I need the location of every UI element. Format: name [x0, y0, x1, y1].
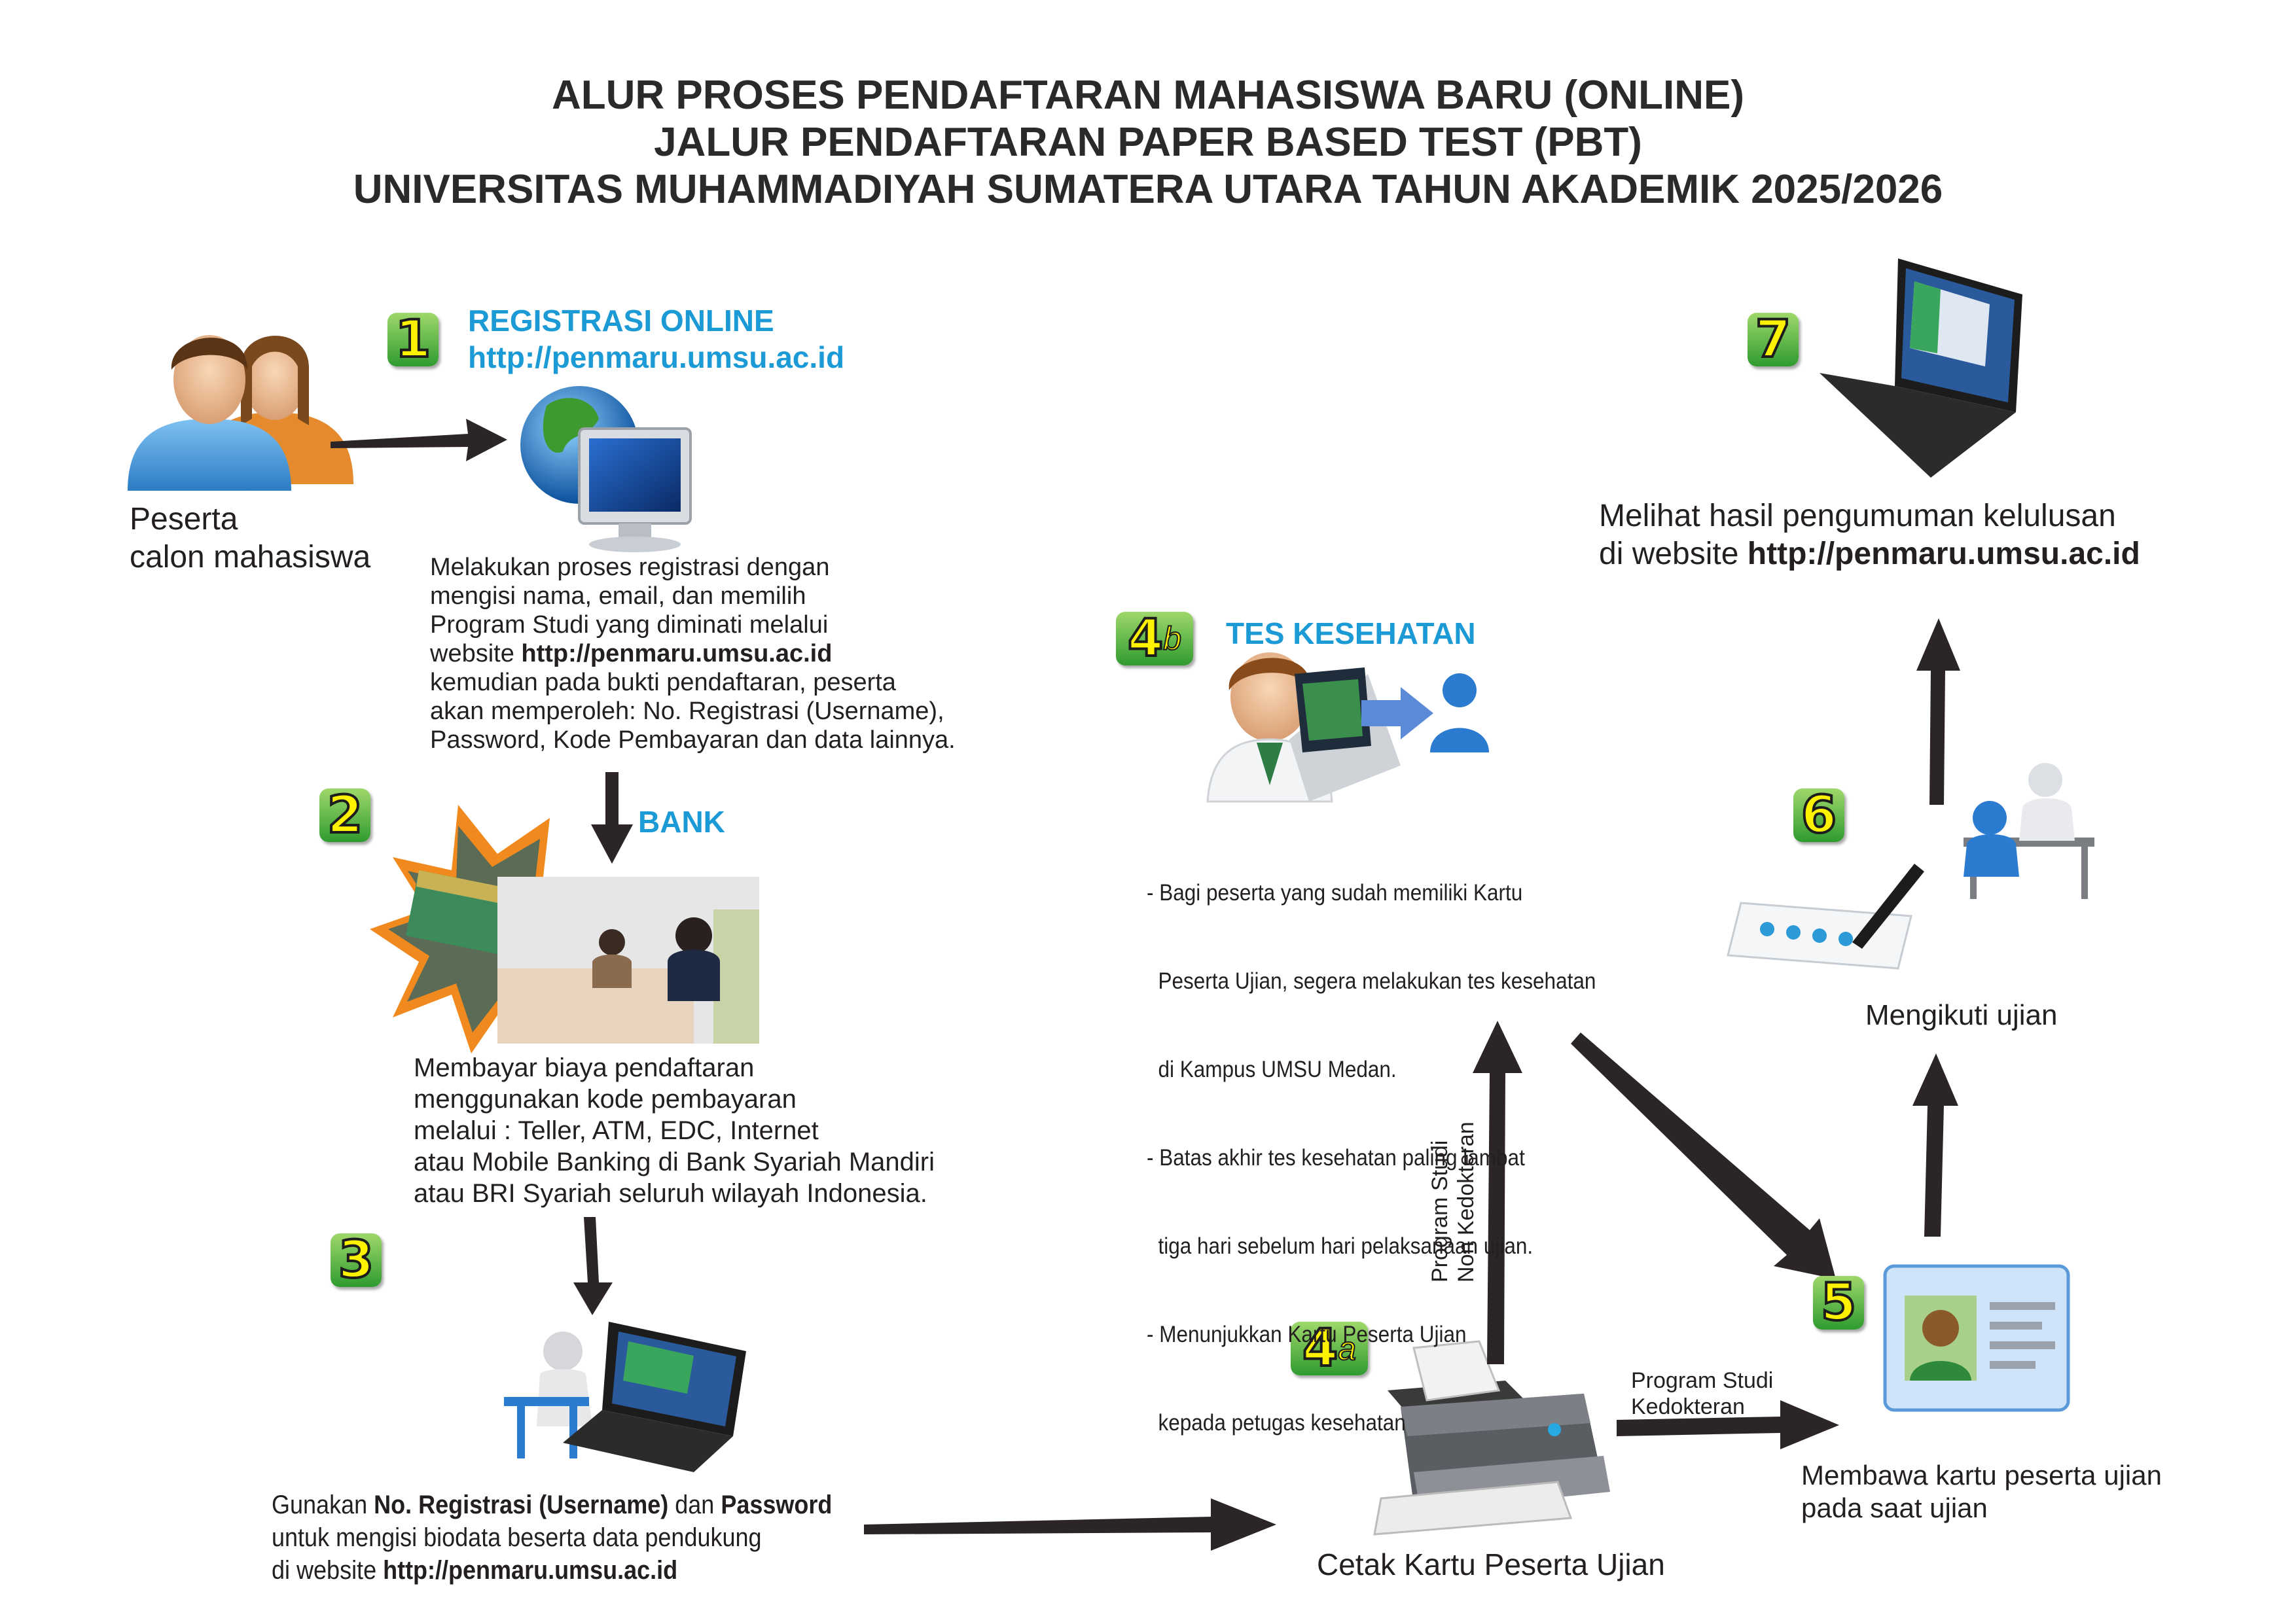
- arrow-participant-to-registration: [331, 419, 507, 461]
- step-7-desc-line: Melihat hasil pengumuman kelulusan: [1599, 499, 2116, 533]
- step-2-desc-line: menggunakan kode pembayaran: [414, 1085, 797, 1114]
- step-1-desc-line: akan memperoleh: No. Registrasi (Usernam…: [430, 697, 944, 725]
- step-7-description: Melihat hasil pengumuman kelulusan di we…: [1599, 497, 2140, 573]
- branch-kedokteran-label: Program Studi Kedokteran: [1631, 1368, 1773, 1420]
- participants-icon: [128, 335, 353, 491]
- step-4b-desc-line: Peserta Ujian, segera melakukan tes kese…: [1147, 968, 1596, 994]
- step-1-desc-url[interactable]: http://penmaru.umsu.ac.id: [521, 640, 833, 667]
- step-3-desc-line: di website http://penmaru.umsu.ac.id: [272, 1554, 832, 1587]
- step-4b-desc-line: - Batas akhir tes kesehatan paling lamba…: [1147, 1145, 1525, 1171]
- step-3-desc-url[interactable]: http://penmaru.umsu.ac.id: [383, 1556, 678, 1585]
- result-laptop-icon: [1820, 258, 2022, 478]
- arrow-print-to-card: [1617, 1400, 1839, 1449]
- participant-label: Peserta calon mahasiswa: [130, 501, 370, 576]
- branch-line: Non Kedokteran: [1454, 1121, 1479, 1282]
- text: di website: [272, 1556, 384, 1585]
- printer-icon: [1373, 1340, 1610, 1536]
- step-3-desc-line: untuk mengisi biodata beserta data pendu…: [272, 1523, 762, 1552]
- branch-non-kedokteran-label: Program Studi Non Kedokteran: [1427, 1121, 1479, 1282]
- step-3-description: Gunakan No. Registrasi (Username) dan Pa…: [272, 1489, 832, 1587]
- step-1-desc-line: kemudian pada bukti pendaftaran, peserta: [430, 669, 896, 696]
- step-1-desc-line: website http://penmaru.umsu.ac.id: [430, 639, 956, 668]
- step-7-badge: 7: [1748, 312, 1799, 367]
- arrow-card-to-exam: [1912, 1053, 1958, 1237]
- title-line-2: JALUR PENDAFTARAN PAPER BASED TEST (PBT): [654, 120, 1642, 165]
- step-4b-desc-line: - Menunjukkan Kartu Peserta Ujian: [1147, 1322, 1467, 1347]
- step-4b-desc-line: kepada petugas kesehatan: [1147, 1410, 1406, 1436]
- id-card-icon: [1883, 1264, 2070, 1412]
- participant-line-2: calon mahasiswa: [130, 540, 371, 574]
- text: dan: [668, 1491, 721, 1519]
- arrow-registration-to-bank: [591, 772, 633, 864]
- step-4b-heading: TES KESEHATAN: [1226, 616, 1476, 650]
- step-1-desc-line: Melakukan proses registrasi dengan: [430, 554, 830, 581]
- text-bold: No. Registrasi (Username): [374, 1491, 669, 1519]
- step-4a-label: Cetak Kartu Peserta Ujian: [1317, 1547, 1665, 1581]
- exam-icon: [1727, 763, 2094, 970]
- step-1-url[interactable]: http://penmaru.umsu.ac.id: [468, 340, 845, 374]
- step-1-badge: 1: [387, 312, 439, 367]
- title-line-3: UNIVERSITAS MUHAMMADIYAH SUMATERA UTARA …: [353, 167, 1943, 212]
- arrow-exam-to-result: [1916, 618, 1960, 805]
- step-6-badge: 6: [1793, 788, 1844, 843]
- globe-computer-icon: [520, 386, 692, 552]
- branch-line: Program Studi: [1427, 1140, 1452, 1282]
- text: Gunakan: [272, 1491, 374, 1519]
- text: di website: [1599, 537, 1748, 571]
- step-2-desc-line: atau BRI Syariah seluruh wilayah Indones…: [414, 1179, 927, 1208]
- bank-illustration: [370, 805, 759, 1053]
- step-1-description: Melakukan proses registrasi dengan mengi…: [430, 553, 956, 754]
- step-4b-description: - Bagi peserta yang sudah memiliki Kartu…: [1147, 819, 1596, 1467]
- step-1-desc-line: Password, Kode Pembayaran dan data lainn…: [430, 726, 956, 754]
- text-bold: Password: [721, 1491, 833, 1519]
- step-4b-desc-line: di Kampus UMSU Medan.: [1147, 1057, 1397, 1082]
- step-5-description: Membawa kartu peserta ujian pada saat uj…: [1801, 1459, 2162, 1525]
- step-5-desc-line: Membawa kartu peserta ujian: [1801, 1460, 2162, 1491]
- step-7-desc-url[interactable]: http://penmaru.umsu.ac.id: [1747, 537, 2140, 571]
- step-6-label: Mengikuti ujian: [1865, 999, 2058, 1031]
- text: website: [430, 640, 522, 667]
- arrow-biodata-to-print: [864, 1498, 1276, 1551]
- step-5-badge: 5: [1813, 1275, 1864, 1330]
- step-3-badge: 3: [331, 1233, 382, 1288]
- step-1-desc-line: mengisi nama, email, dan memilih: [430, 582, 806, 610]
- branch-line: Kedokteran: [1631, 1394, 1745, 1419]
- step-4b-desc-line: tiga hari sebelum hari pelaksanaan ujian…: [1147, 1233, 1534, 1259]
- step-2-heading: BANK: [638, 805, 725, 839]
- step-3-desc-line: Gunakan No. Registrasi (Username) dan Pa…: [272, 1489, 832, 1521]
- arrow-health-to-card: [1571, 1033, 1836, 1279]
- arrow-bank-to-biodata: [573, 1217, 613, 1315]
- step-2-desc-line: atau Mobile Banking di Bank Syariah Mand…: [414, 1148, 935, 1176]
- branch-line: Program Studi: [1631, 1368, 1774, 1393]
- step-1-heading: REGISTRASI ONLINE: [468, 304, 774, 338]
- participant-line-1: Peserta: [130, 502, 238, 537]
- step-2-badge: 2: [319, 788, 370, 843]
- step-1-desc-line: Program Studi yang diminati melalui: [430, 611, 829, 639]
- title-line-1: ALUR PROSES PENDAFTARAN MAHASISWA BARU (…: [551, 73, 1745, 118]
- biodata-laptop-icon: [504, 1322, 746, 1472]
- step-2-description: Membayar biaya pendaftaran menggunakan k…: [414, 1052, 935, 1209]
- doctor-icon: [1206, 652, 1489, 803]
- step-5-desc-line: pada saat ujian: [1801, 1492, 1988, 1523]
- step-7-desc-line: di website http://penmaru.umsu.ac.id: [1599, 535, 2140, 573]
- step-4b-desc-line: - Bagi peserta yang sudah memiliki Kartu: [1147, 880, 1523, 906]
- step-2-desc-line: Membayar biaya pendaftaran: [414, 1053, 755, 1082]
- step-2-desc-line: melalui : Teller, ATM, EDC, Internet: [414, 1116, 819, 1145]
- arrow-print-to-health: [1473, 1021, 1522, 1364]
